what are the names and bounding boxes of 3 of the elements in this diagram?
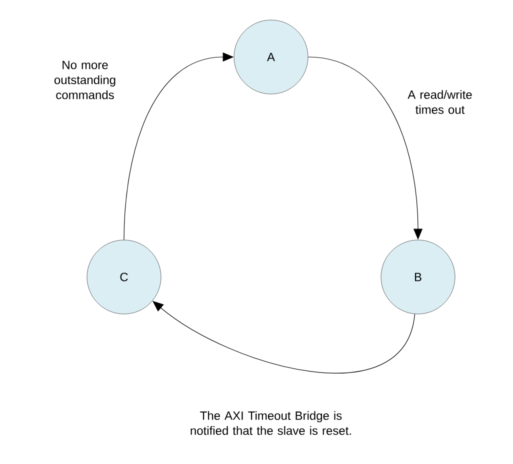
edge-label: A read/write times out xyxy=(408,90,472,114)
edge-label: The AXI Timeout Bridge is notified that the slave is reset. xyxy=(190,411,351,435)
edge-label: No more outstanding commands xyxy=(54,60,116,100)
